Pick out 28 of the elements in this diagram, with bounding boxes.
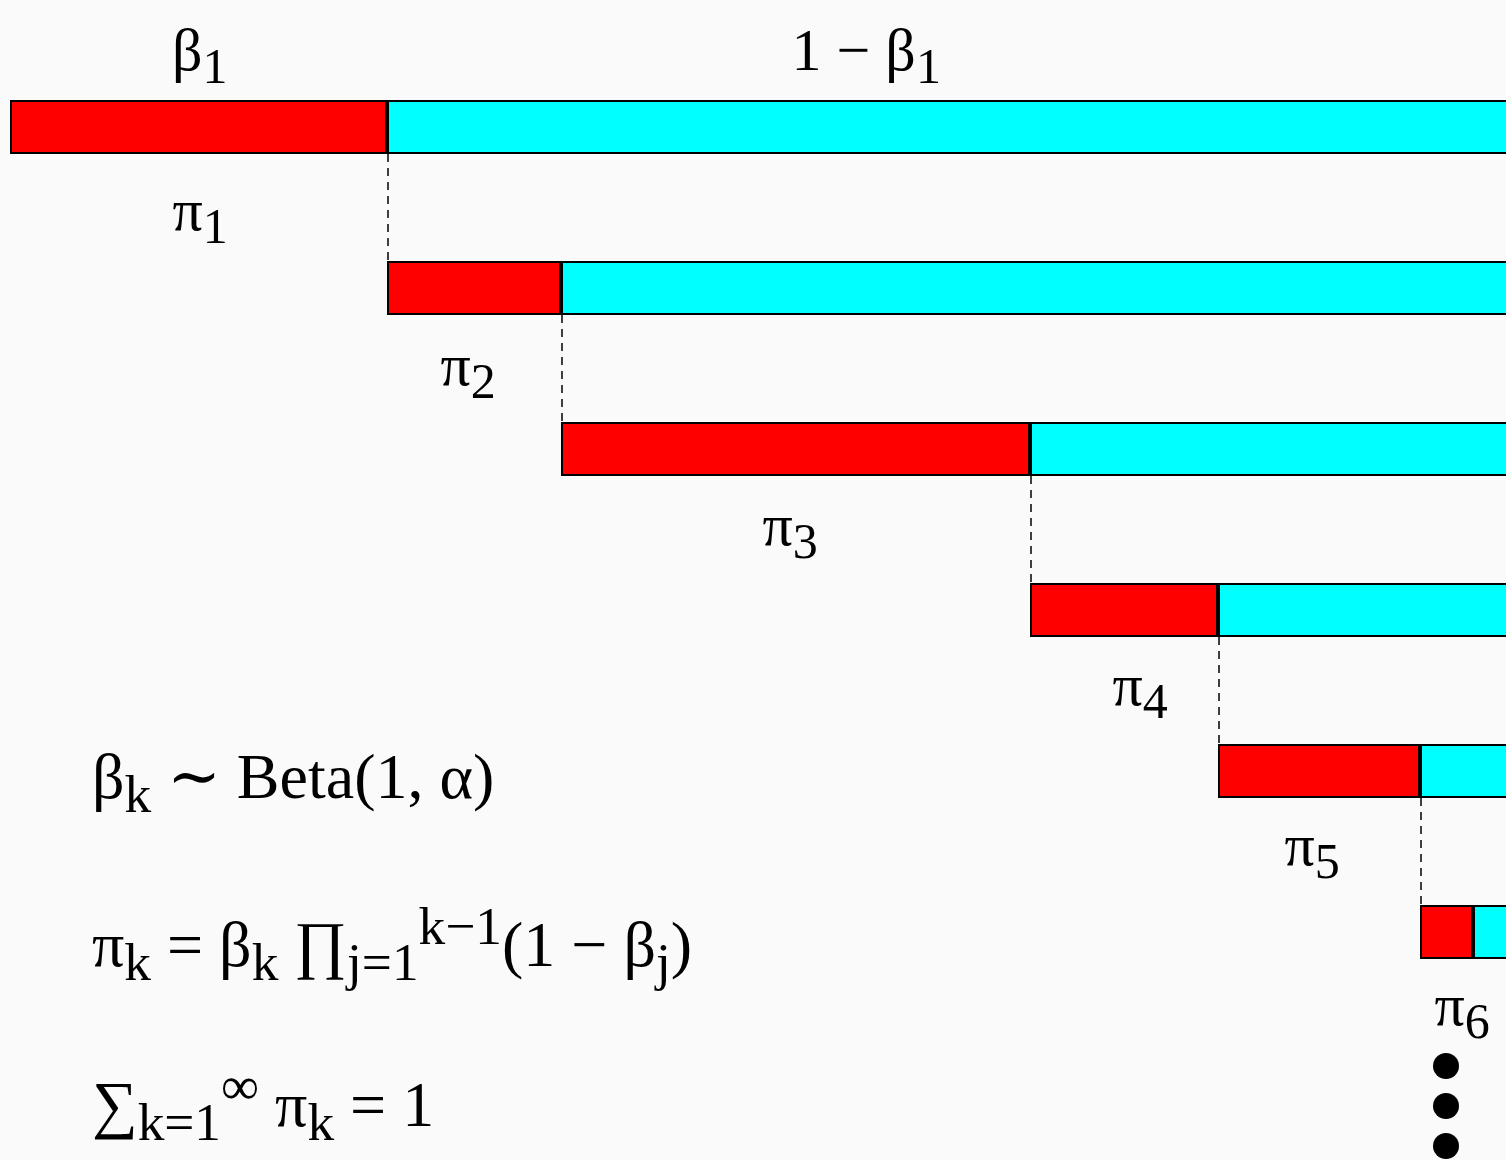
stick-segment: [387, 261, 561, 315]
formula: β$_{k}$ ∼ Beta(1, α): [92, 745, 495, 822]
stick-segment: [387, 100, 1506, 154]
variable-label: π$_{4}$: [1112, 655, 1168, 726]
formula: ∑$_{k=1}$$^{∞}$ π$_{k}$ = 1: [92, 1060, 435, 1150]
dashed-connector: [1218, 636, 1220, 745]
stick-segment: [561, 261, 1506, 315]
variable-label: π$_{5}$: [1284, 815, 1340, 886]
stick-segment: [10, 100, 387, 154]
variable-label: 1 − β$_{1}$: [791, 20, 941, 91]
dashed-connector: [1420, 797, 1422, 906]
formula: π$_{k}$ = β$_{k}$ ∏$_{j=1}$$^{k−1}$(1 − β$_{j}$): [92, 900, 693, 990]
stick-segment: [1420, 905, 1473, 959]
variable-label: π$_{2}$: [440, 335, 496, 406]
dashed-connector: [561, 314, 563, 423]
variable-label: π$_{3}$: [762, 495, 818, 566]
dashed-connector: [1030, 475, 1032, 584]
variable-label: β$_{1}$: [172, 20, 228, 91]
stick-segment: [1218, 583, 1506, 637]
stick-segment: [1473, 905, 1506, 959]
variable-label: π$_{1}$: [172, 180, 228, 251]
stick-segment: [561, 422, 1030, 476]
stick-segment: [1030, 422, 1506, 476]
variable-label: π$_{6}$: [1434, 975, 1490, 1046]
stick-segment: [1030, 583, 1218, 637]
stick-segment: [1420, 744, 1506, 798]
stick-segment: [1218, 744, 1420, 798]
dashed-connector: [387, 153, 389, 262]
